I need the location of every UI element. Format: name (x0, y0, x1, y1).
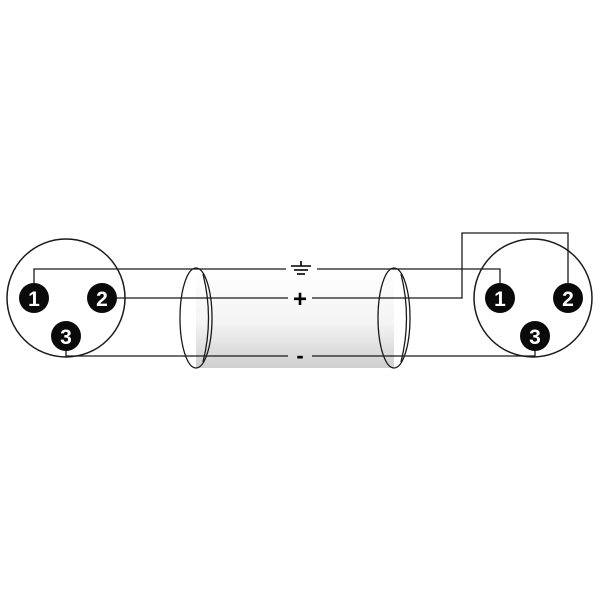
cable-shield (179, 267, 411, 369)
svg-text:1: 1 (28, 288, 40, 311)
ground-icon (291, 261, 311, 275)
svg-text:1: 1 (494, 288, 506, 311)
cable-end-right (377, 267, 411, 369)
right-pin-1: 1 (485, 283, 515, 313)
right-pin-2: 2 (553, 283, 583, 313)
wire-plus-right (312, 232, 569, 299)
right-pin-3: 3 (520, 321, 550, 351)
svg-text:3: 3 (60, 326, 72, 349)
left-pin-3: 3 (51, 321, 81, 351)
cable-end-left (179, 267, 213, 369)
svg-text:3: 3 (529, 326, 541, 349)
plus-sign: + (293, 286, 307, 313)
svg-text:2: 2 (562, 288, 574, 311)
cable-end-left-inner (202, 273, 210, 363)
left-pin-2: 2 (87, 283, 117, 313)
cable-end-right-inner (400, 273, 408, 363)
svg-text:2: 2 (96, 288, 108, 311)
minus-sign: - (296, 343, 303, 368)
left-pin-1: 1 (19, 283, 49, 313)
connector-right (473, 238, 593, 358)
